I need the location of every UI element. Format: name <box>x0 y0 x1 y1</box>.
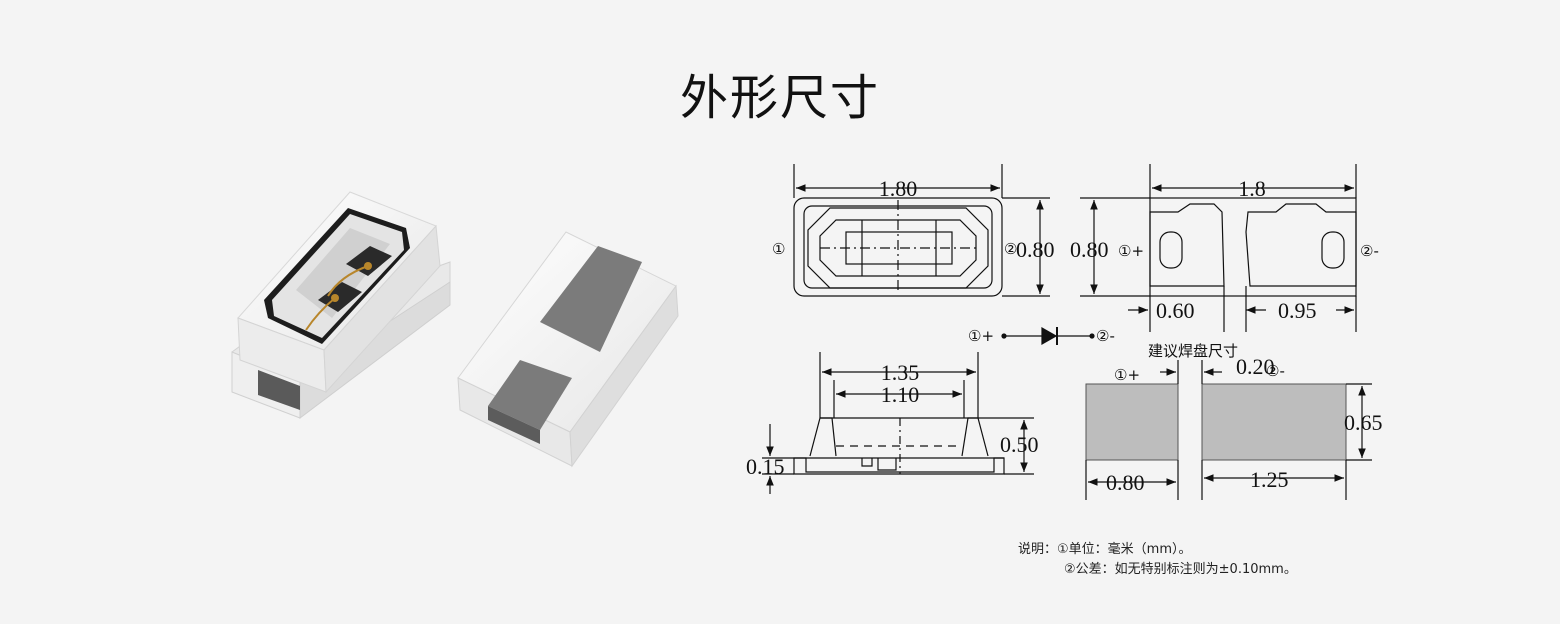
pad-right-dim-label: 0.95 <box>1278 298 1317 323</box>
pad-layout-dimensions <box>1085 360 1372 500</box>
pad-gap-label: 0.20 <box>1236 354 1275 379</box>
notes: 说明：①单位：毫米（mm）。 ②公差：如无特别标注则为±0.10mm。 <box>1018 540 1297 580</box>
top-view-drawing <box>793 164 1050 297</box>
polarity-anode-label: ①+ <box>968 327 994 345</box>
bottom-pin2-label: ②- <box>1360 242 1379 260</box>
bottom-pin1-label: ①+ <box>1118 242 1144 260</box>
diode-polarity-symbol <box>1001 326 1095 346</box>
bottom-view-drawing <box>1080 164 1357 332</box>
led-front-render <box>231 191 451 420</box>
note-units: 说明：①单位：毫米（mm）。 <box>1018 542 1192 557</box>
pad-pin2-label: ②- <box>1266 362 1285 380</box>
side-inner-label: 1.10 <box>881 382 920 407</box>
side-height-label: 0.50 <box>1000 432 1039 457</box>
top-height-label: 0.80 <box>1016 237 1055 262</box>
side-base-label: 0.15 <box>746 454 785 479</box>
recommended-pad-right <box>1201 383 1347 461</box>
pad-height-label: 0.65 <box>1344 410 1383 435</box>
top-pin1-label: ① <box>772 240 785 258</box>
bottom-width-label: 1.8 <box>1238 176 1266 201</box>
pad-left-width-label: 0.80 <box>1106 470 1145 495</box>
pad-left-dim-label: 0.60 <box>1156 298 1195 323</box>
recommended-pad-left <box>1085 383 1179 461</box>
top-pin2-label: ② <box>1004 240 1017 258</box>
pad-layout-title: 建议焊盘尺寸 <box>1148 342 1238 360</box>
note-tolerance: ②公差：如无特别标注则为±0.10mm。 <box>1064 562 1297 577</box>
pad-pin1-label: ①+ <box>1114 366 1140 384</box>
polarity-cathode-label: ②- <box>1096 327 1115 345</box>
pad-right-width-label: 1.25 <box>1250 467 1289 492</box>
page-title: 外形尺寸 <box>679 70 880 126</box>
led-back-render <box>457 231 679 468</box>
top-width-label: 1.80 <box>879 176 918 201</box>
bottom-height-label: 0.80 <box>1070 237 1109 262</box>
side-outer-label: 1.35 <box>881 360 920 385</box>
side-view-drawing <box>762 352 1034 494</box>
